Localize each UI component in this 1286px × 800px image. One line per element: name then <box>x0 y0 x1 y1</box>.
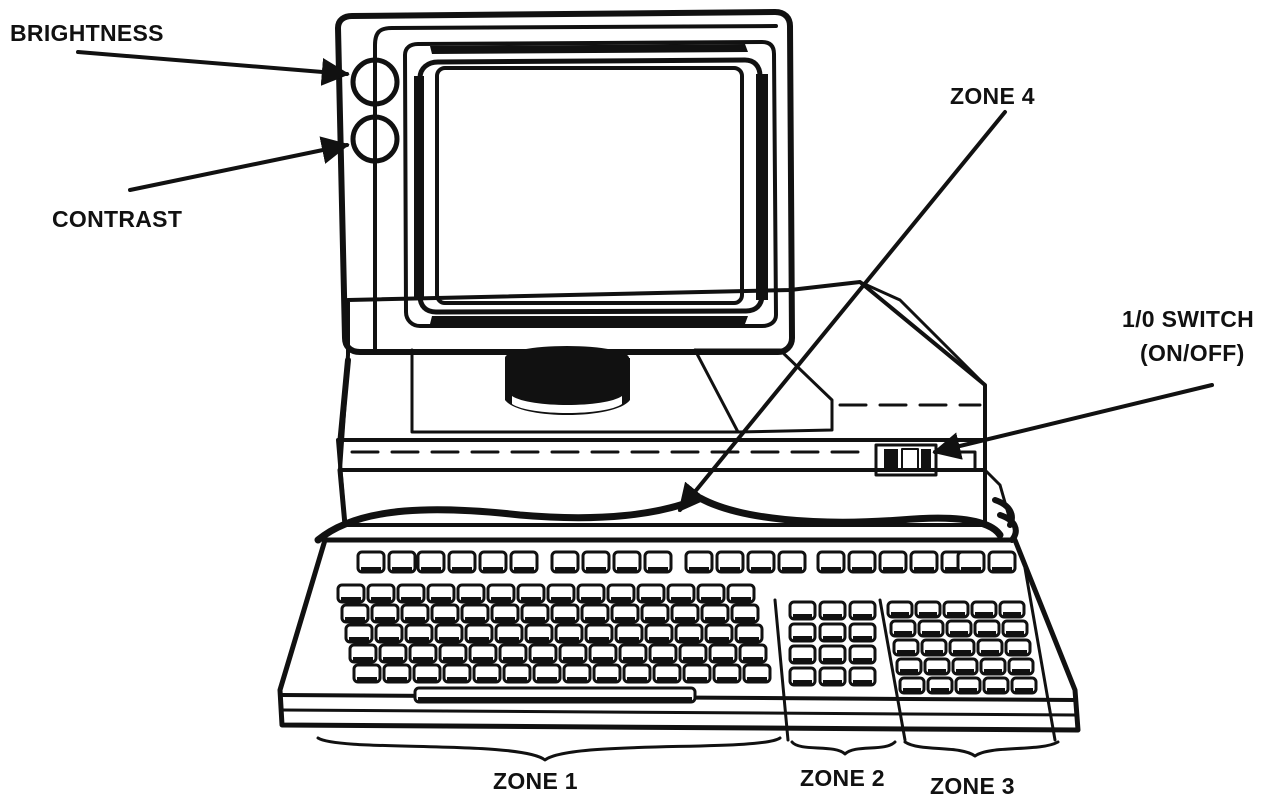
power-switch[interactable] <box>876 445 975 475</box>
zone2-label: ZONE 2 <box>800 767 885 790</box>
switch-label-line1: 1/0 SWITCH <box>1122 308 1254 331</box>
contrast-label: CONTRAST <box>52 208 182 231</box>
zone2-brace <box>792 742 895 754</box>
zone3-brace <box>905 742 1058 756</box>
brightness-label: BRIGHTNESS <box>10 22 164 45</box>
monitor <box>338 12 792 415</box>
contrast-arrow <box>130 145 347 190</box>
zone4-label: ZONE 4 <box>950 85 1035 108</box>
switch-label-line2: (ON/OFF) <box>1140 342 1245 365</box>
brightness-arrow <box>78 52 347 74</box>
zone1-brace <box>318 738 780 760</box>
zone3-label: ZONE 3 <box>930 775 1015 798</box>
switch-arrow <box>935 385 1212 452</box>
zone1-label: ZONE 1 <box>493 770 578 793</box>
keyboard-keys <box>338 552 1036 702</box>
